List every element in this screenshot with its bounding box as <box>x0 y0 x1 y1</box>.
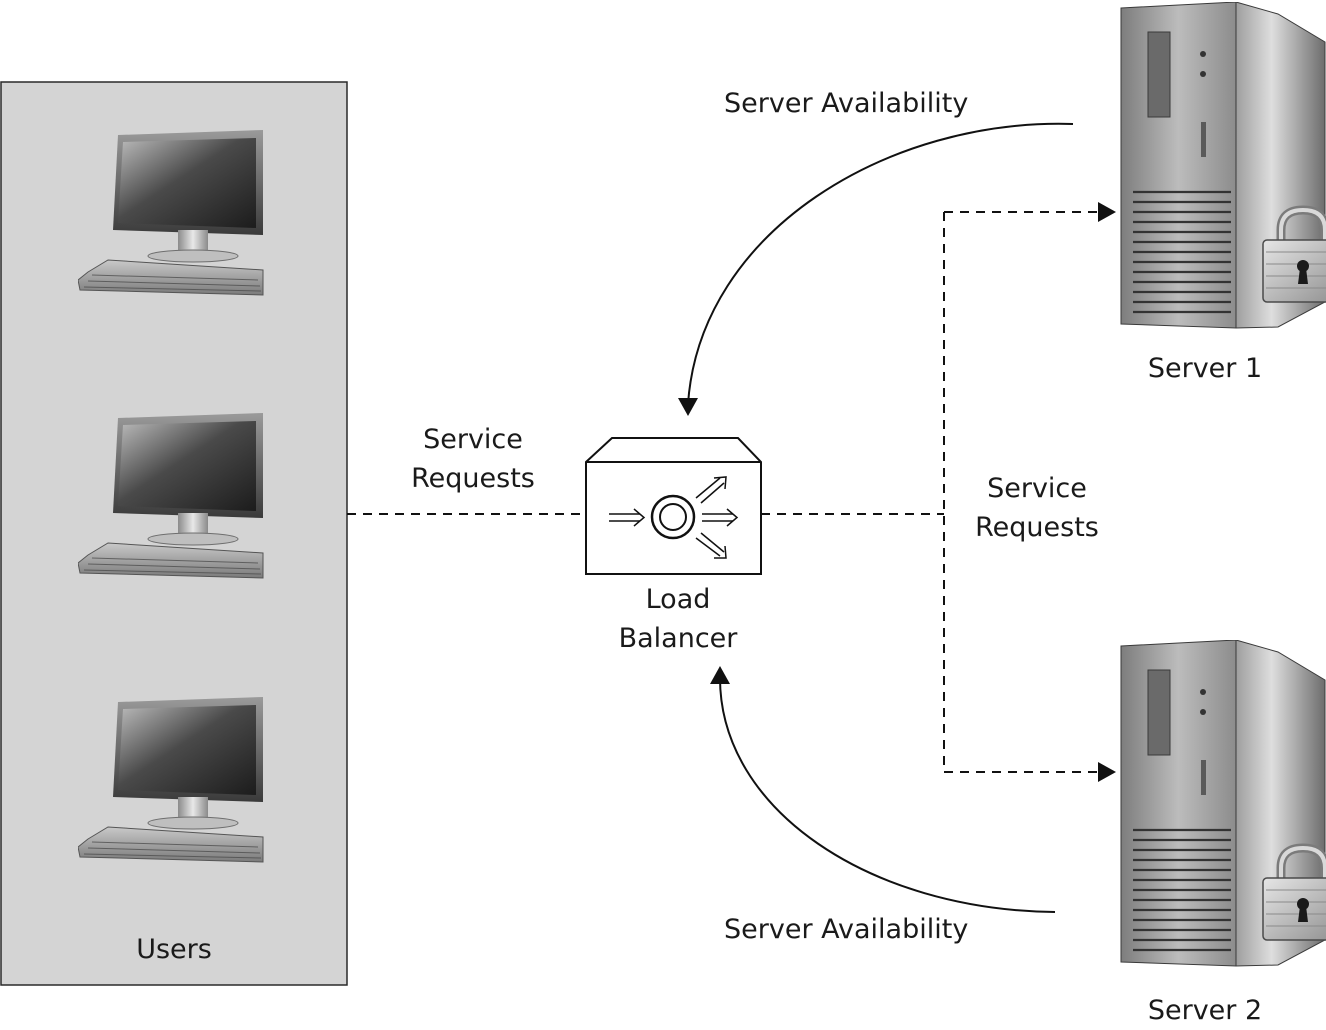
arrowhead-availability-top-icon <box>678 398 698 416</box>
load-balancer-icon <box>585 437 762 575</box>
server-2-label: Server 2 <box>1147 995 1263 1026</box>
server-availability-top-label: Server Availability <box>724 88 969 119</box>
arrowhead-server-1-icon <box>1098 202 1116 222</box>
load-balancer-label: Load Balancer <box>588 580 768 658</box>
users-label: Users <box>136 934 212 965</box>
server-2-icon <box>1121 640 1326 966</box>
load-balancer-label-line2: Balancer <box>618 623 738 654</box>
server-availability-bottom-label: Server Availability <box>724 914 969 945</box>
service-requests-left-label: Service Requests <box>383 420 563 498</box>
availability-curve-bottom <box>719 677 1056 913</box>
arrowhead-availability-bottom-icon <box>710 666 730 684</box>
service-requests-left-line1: Service <box>423 424 523 455</box>
availability-curve-top <box>687 122 1074 405</box>
service-requests-right-line2: Requests <box>975 512 1099 543</box>
arrowhead-server-2-icon <box>1098 762 1116 782</box>
service-requests-right-line1: Service <box>987 473 1087 504</box>
load-balancer-label-line1: Load <box>645 584 711 615</box>
server-1-label: Server 1 <box>1147 353 1263 384</box>
service-requests-right-label: Service Requests <box>947 469 1127 547</box>
server-1-icon <box>1121 2 1326 328</box>
service-request-lines <box>347 211 1104 773</box>
service-requests-left-line2: Requests <box>411 463 535 494</box>
